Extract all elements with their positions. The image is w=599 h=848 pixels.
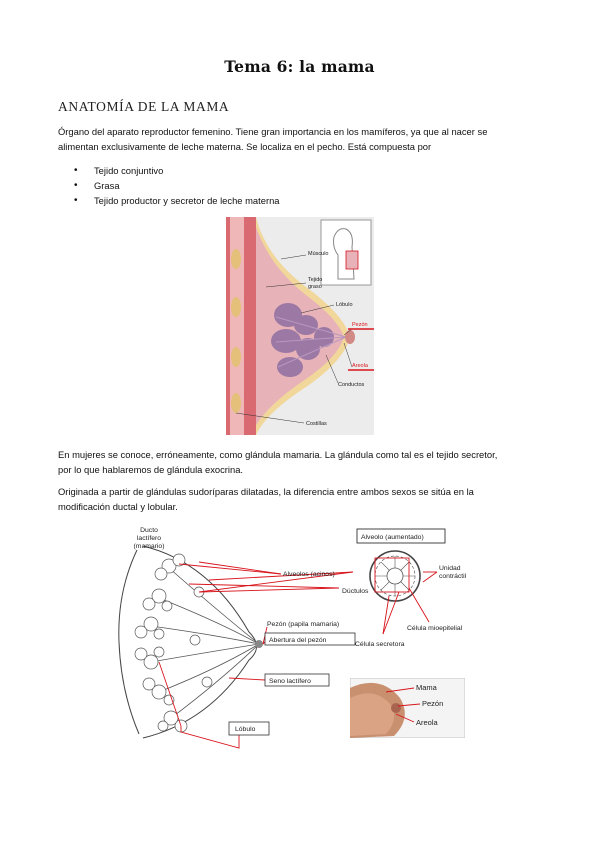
para3-line-1: Originada a partir de glándulas sudorípa… bbox=[58, 486, 474, 497]
label-alveolos: Alveolos (acinos) bbox=[283, 571, 335, 578]
label-mamario: (mamario) bbox=[134, 543, 165, 550]
label-tejido-1: Tejido bbox=[308, 277, 322, 283]
intro-paragraph: Órgano del aparato reproductor femenino.… bbox=[58, 124, 548, 154]
label-mioepitelial: Célula mioepitelial bbox=[407, 625, 463, 632]
breast-photo-inset: Mama Pezón Areola bbox=[350, 678, 465, 738]
list-item: Tejido productor y secretor de leche mat… bbox=[58, 193, 280, 208]
label-lobulo: Lóbulo bbox=[235, 726, 256, 733]
label-mama: Mama bbox=[416, 683, 438, 692]
para2-line-2: por lo que hablaremos de glándula exocri… bbox=[58, 464, 244, 475]
page-title: Tema 6: la mama bbox=[224, 57, 375, 76]
para2-line-1: En mujeres se conoce, erróneamente, como… bbox=[58, 449, 498, 460]
para3-line-2: modificación ductal y lobular. bbox=[58, 501, 178, 512]
label-areola: Areola bbox=[352, 363, 369, 369]
label-conductos: Conductos bbox=[338, 382, 365, 388]
composition-list: Tejido conjuntivo Grasa Tejido productor… bbox=[58, 163, 280, 208]
label-ducto: Ducto bbox=[140, 527, 158, 534]
mammary-gland-diagram: Ducto lactífero (mamario) Alveolos (acin… bbox=[118, 527, 467, 749]
label-pezon: Pezón bbox=[352, 322, 368, 328]
list-item: Grasa bbox=[58, 178, 280, 193]
label-pezon-papila: Pezón (papila mamaria) bbox=[267, 621, 339, 628]
label-abertura: Abertura del pezón bbox=[269, 637, 327, 644]
section-heading: ANATOMÍA DE LA MAMA bbox=[58, 99, 230, 114]
label-seno: Seno lactífero bbox=[269, 678, 311, 685]
label-unidad: Unidad bbox=[439, 565, 461, 572]
label-musculo: Músculo bbox=[308, 251, 328, 257]
label-alveolo-aumentado: Alveolo (aumentado) bbox=[361, 534, 424, 541]
label-lactifero: lactífero bbox=[137, 535, 161, 542]
label-pezon: Pezón bbox=[422, 699, 443, 708]
label-lobulo: Lóbulo bbox=[336, 302, 353, 308]
intro-line-2: alimentan exclusivamente de leche matern… bbox=[58, 141, 432, 152]
breast-cross-section-figure: Músculo Tejido graso Lóbulo Pezón Areola… bbox=[226, 217, 374, 435]
label-secretora: Célula secretora bbox=[355, 641, 405, 648]
label-costillas: Costillas bbox=[306, 421, 327, 427]
label-ductulos: Dúctulos bbox=[342, 588, 369, 595]
label-tejido-2: graso bbox=[308, 284, 322, 290]
list-item: Tejido conjuntivo bbox=[58, 163, 280, 178]
intro-line-1: Órgano del aparato reproductor femenino.… bbox=[58, 126, 488, 137]
paragraph-origen: Originada a partir de glándulas sudorípa… bbox=[58, 484, 548, 514]
paragraph-glandula: En mujeres se conoce, erróneamente, como… bbox=[58, 447, 548, 477]
label-areola: Areola bbox=[416, 718, 439, 727]
label-contractil: contráctil bbox=[439, 573, 467, 580]
